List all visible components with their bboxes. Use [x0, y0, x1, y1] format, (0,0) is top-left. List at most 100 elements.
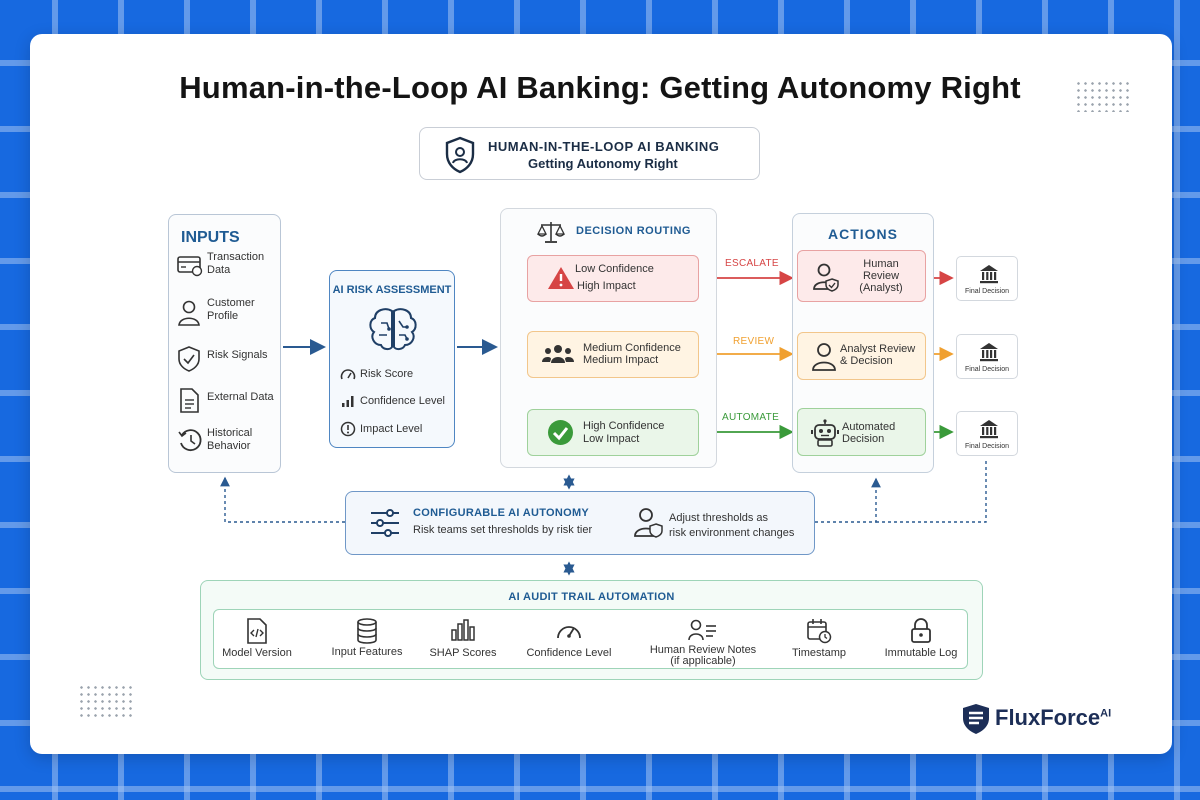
audit-item-label: Model Version: [222, 647, 292, 659]
final-decision-2: Final Decision: [956, 334, 1018, 379]
action-analyst-review: Analyst Review & Decision: [797, 332, 926, 380]
audit-item-label: Immutable Log: [884, 647, 958, 659]
card-icon: [177, 256, 203, 277]
inputs-panel: INPUTS Transaction Data Customer Profile…: [168, 214, 281, 473]
action-label: Automated Decision: [842, 421, 896, 445]
risk-assessment-title: AI RISK ASSESSMENT: [332, 284, 452, 296]
edge-label-escalate: ESCALATE: [725, 258, 779, 269]
route-low-confidence: Low Confidence High Impact: [527, 255, 699, 302]
decision-routing-title: DECISION ROUTING: [576, 225, 691, 237]
brain-icon: [369, 308, 417, 351]
audit-trail-panel: AI AUDIT TRAIL AUTOMATION Model Version …: [200, 580, 983, 680]
risk-assessment-panel: AI RISK ASSESSMENT Risk Score Confidence…: [329, 270, 455, 448]
risk-item: Confidence Level: [340, 394, 445, 408]
route-line1: Medium Confidence: [583, 342, 681, 354]
audit-item: Confidence Level: [509, 610, 629, 670]
input-label: Historical Behavior: [207, 427, 253, 452]
final-decision-label: Final Decision: [965, 366, 1009, 373]
audit-item: Input Features: [307, 610, 427, 670]
audit-title: AI AUDIT TRAIL AUTOMATION: [508, 591, 675, 603]
bank-icon: [980, 343, 998, 362]
audit-item-sublabel: (if applicable): [670, 655, 736, 667]
audit-item: Timestamp: [759, 610, 879, 670]
feedback-to-actions: [815, 477, 881, 523]
risk-item: Impact Level: [340, 421, 422, 437]
dot-pattern: [78, 684, 134, 720]
analyst-icon: [813, 263, 839, 292]
configurable-subtitle: Risk teams set thresholds by risk tier: [413, 524, 593, 536]
signal-icon: [342, 396, 354, 407]
input-item: External Data: [177, 385, 281, 419]
risk-item-label: Impact Level: [360, 422, 423, 435]
input-label: Customer Profile: [207, 297, 255, 322]
route-high-confidence: High Confidence Low Impact: [527, 409, 699, 456]
shield-check-icon: [178, 346, 200, 372]
route-line1: High Confidence: [583, 420, 665, 432]
input-label: External Data: [207, 391, 274, 403]
audit-item-label: Input Features: [331, 646, 403, 658]
audit-item-label: SHAP Scores: [429, 647, 497, 659]
route-medium-confidence: Medium Confidence Medium Impact: [527, 331, 699, 378]
shield-user-icon: [445, 136, 475, 174]
lock-icon: [911, 618, 931, 643]
sliders-icon: [371, 509, 399, 537]
input-item: Customer Profile: [177, 297, 281, 331]
user-icon: [178, 300, 200, 326]
calendar-clock-icon: [807, 619, 832, 644]
configurable-autonomy-panel: CONFIGURABLE AI AUTONOMY Risk teams set …: [345, 491, 815, 555]
logo-suffix: AI: [1100, 707, 1112, 720]
final-decision-3: Final Decision: [956, 411, 1018, 456]
configurable-note-line1: Adjust thresholds as: [669, 512, 769, 524]
bar-chart-icon: [451, 619, 475, 641]
route-line1: Low Confidence: [575, 263, 654, 275]
risk-item: Risk Score: [340, 367, 413, 381]
action-label: Analyst Review & Decision: [840, 343, 916, 367]
input-label: Transaction Data: [207, 251, 265, 276]
route-line2: Low Impact: [583, 433, 640, 445]
audit-item-label: Confidence Level: [526, 647, 612, 659]
configurable-note-line2: risk environment changes: [669, 527, 795, 539]
check-circle-icon: [548, 420, 573, 445]
input-item: Transaction Data: [177, 251, 281, 285]
fluxforce-shield-icon: [963, 704, 989, 734]
main-title: Human-in-the-Loop AI Banking: Getting Au…: [179, 70, 1021, 105]
notes-user-icon: [688, 619, 716, 641]
alert-icon: [340, 421, 356, 437]
action-human-review: Human Review (Analyst): [797, 250, 926, 302]
action-automated: Automated Decision: [797, 408, 926, 456]
bank-icon: [980, 420, 998, 439]
audit-item: Model Version: [197, 610, 317, 670]
risk-item-label: Risk Score: [360, 367, 414, 380]
warning-icon: [548, 267, 574, 289]
audit-item-label: Human Review Notes (if applicable): [633, 645, 773, 667]
header-line2: Getting Autonomy Right: [528, 156, 678, 171]
audit-item-label: Timestamp: [792, 647, 846, 659]
user-shield-icon: [634, 508, 663, 538]
input-item: Historical Behavior: [177, 425, 281, 459]
document-icon: [180, 388, 199, 413]
audit-item: Human Review Notes (if applicable): [633, 610, 773, 670]
fluxforce-logo: FluxForceAI: [961, 703, 1111, 740]
dot-pattern: [1075, 80, 1131, 112]
edge-label-automate: AUTOMATE: [722, 412, 780, 423]
code-file-icon: [247, 618, 267, 644]
actions-title: ACTIONS: [828, 226, 898, 242]
history-icon: [178, 429, 202, 452]
configurable-title: CONFIGURABLE AI AUTONOMY: [413, 507, 590, 519]
logo-name: FluxForce: [995, 705, 1101, 730]
audit-item: Immutable Log: [861, 610, 981, 670]
header-line1: HUMAN-IN-THE-LOOP AI BANKING: [488, 139, 720, 154]
feedback-to-inputs: [220, 476, 345, 523]
scale-icon: [537, 222, 565, 243]
user-icon: [812, 343, 836, 371]
gauge-icon: [340, 369, 356, 380]
final-decision-label: Final Decision: [965, 288, 1009, 295]
database-icon: [357, 618, 377, 644]
inputs-title: INPUTS: [181, 229, 240, 246]
bank-icon: [980, 265, 998, 284]
route-line2: High Impact: [577, 280, 636, 292]
configurable-note: Adjust thresholds as risk environment ch…: [669, 511, 794, 541]
audit-item: SHAP Scores: [403, 610, 523, 670]
action-label: Human Review (Analyst): [859, 258, 903, 294]
group-icon: [542, 345, 574, 363]
